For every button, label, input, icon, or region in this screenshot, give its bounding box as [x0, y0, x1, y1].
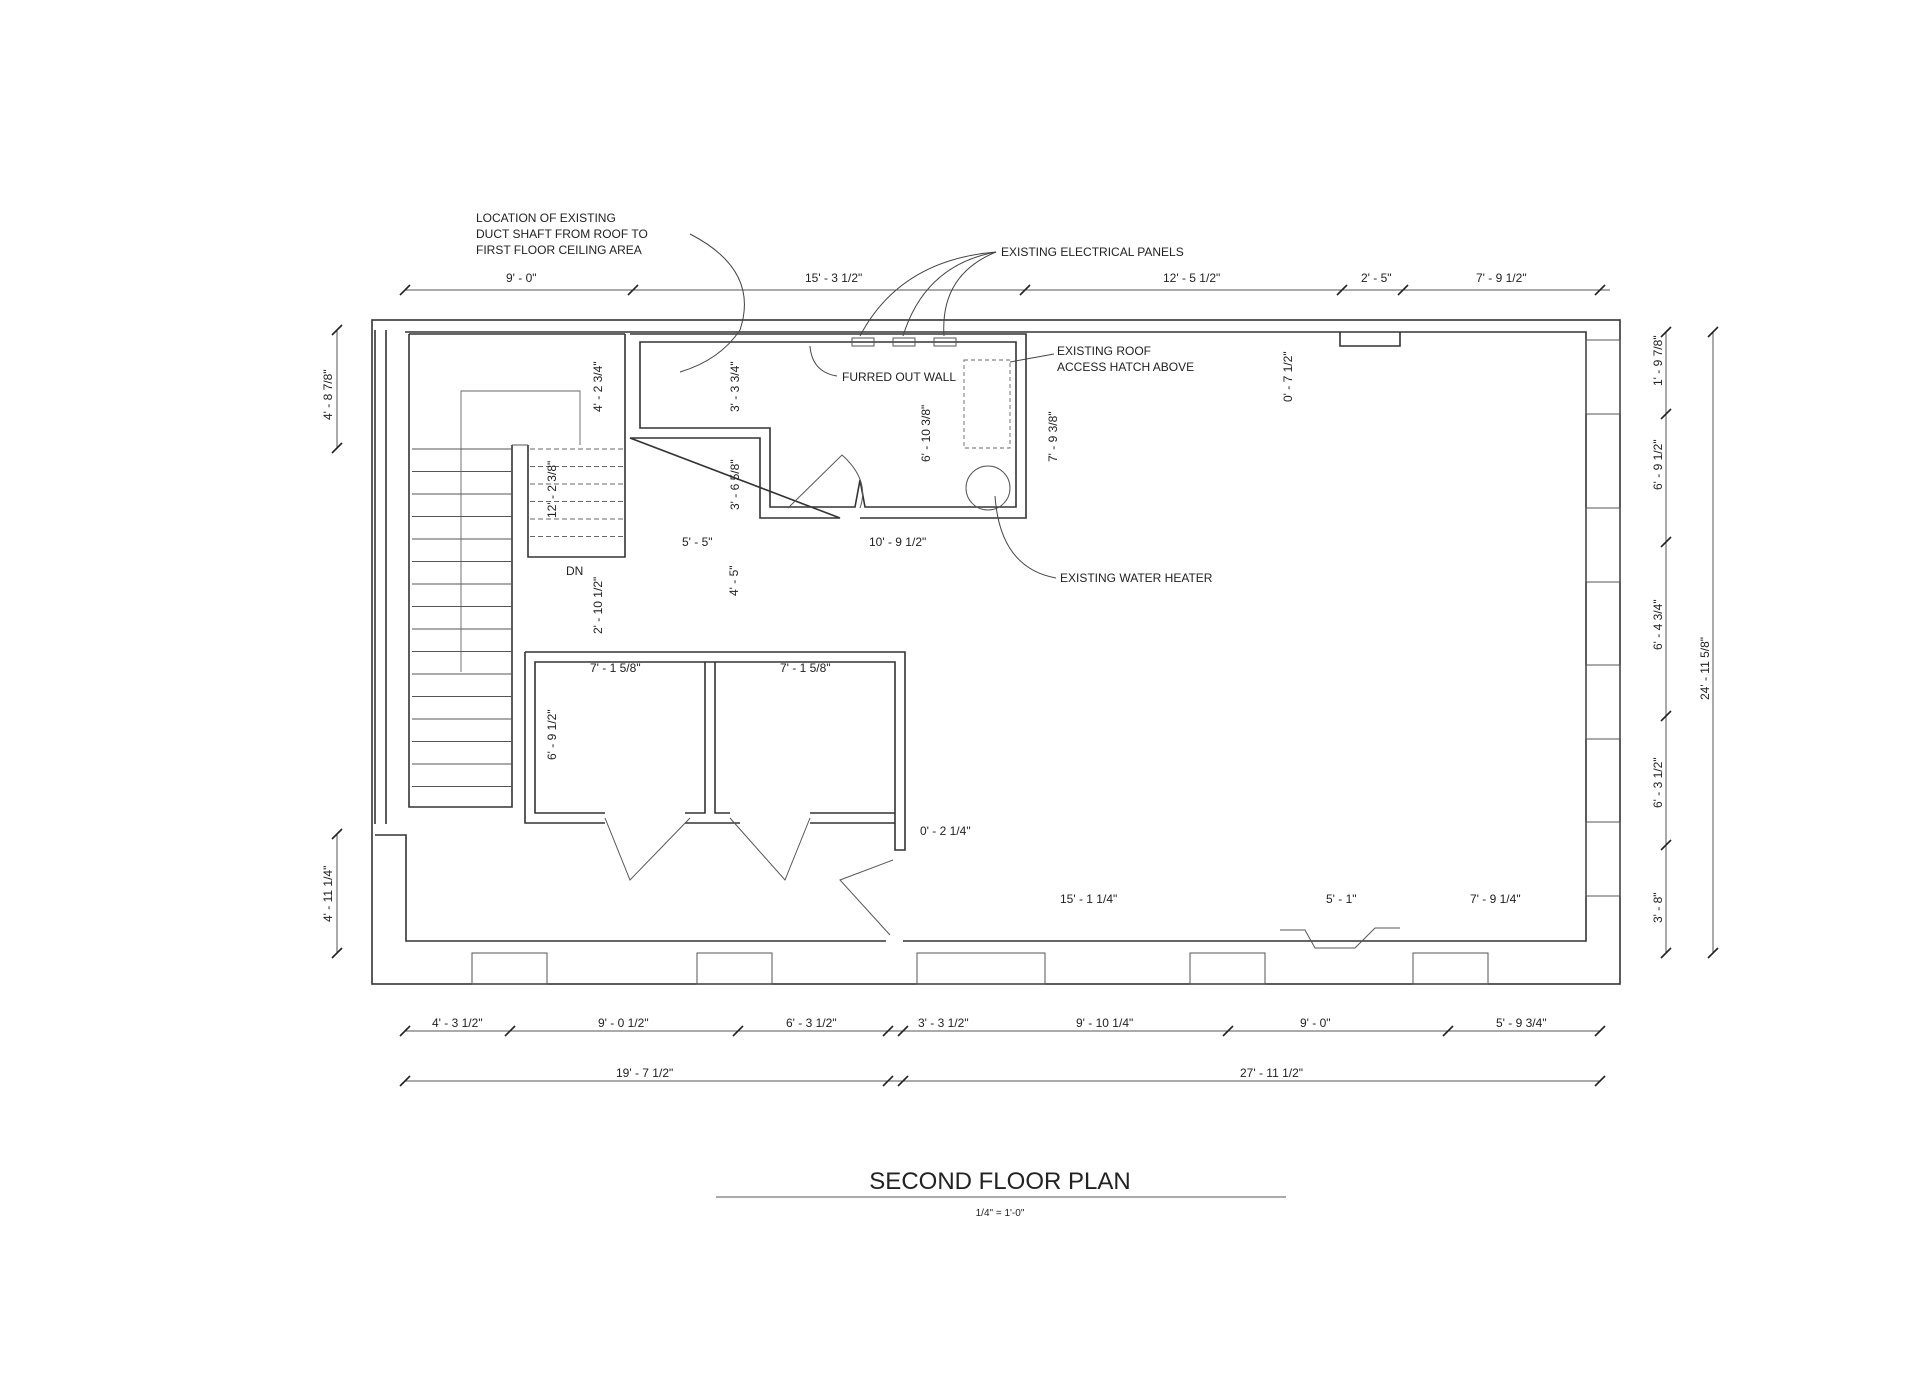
dim-bottom-overall-1: 19' - 7 1/2"	[616, 1066, 673, 1080]
dimension-tick	[897, 1025, 909, 1037]
dim-bottom-2: 9' - 0 1/2"	[598, 1016, 649, 1030]
dim-left-1: 4' - 8 7/8"	[321, 369, 335, 420]
dimension-tick	[1660, 326, 1672, 338]
dimension-tick	[882, 1025, 894, 1037]
dim-bottom-6: 9' - 0"	[1300, 1016, 1331, 1030]
closets	[524, 651, 906, 936]
dim-front-3: 7' - 9 1/4"	[1470, 892, 1521, 906]
dimension-tick	[331, 828, 343, 840]
windows-bottom	[471, 927, 1489, 985]
dim-front-2: 5' - 1"	[1326, 892, 1357, 906]
dim-top-3: 12' - 5 1/2"	[1163, 271, 1220, 285]
dimension-tick	[399, 284, 411, 296]
dim-bottom-overall-2: 27' - 11 1/2"	[1240, 1066, 1303, 1080]
dim-roof-hatch-offset: 0' - 7 1/2"	[1281, 351, 1295, 402]
dimension-text-interior: 4' - 2 3/4" 12' - 2 3/8" 2' - 10 1/2" 3'…	[545, 351, 1521, 906]
dim-right-1: 1' - 9 7/8"	[1651, 335, 1665, 386]
dim-wall-jog: 0' - 2 1/4"	[920, 824, 971, 838]
utility-room	[629, 333, 1027, 519]
dimension-text-top: 9' - 0" 15' - 3 1/2" 12' - 5 1/2" 2' - 5…	[506, 271, 1527, 285]
stair-down-label: DN	[566, 564, 583, 578]
dimension-tick	[331, 442, 343, 454]
dimension-text-bottom: 4' - 3 1/2" 9' - 0 1/2" 6' - 3 1/2" 3' -…	[432, 1016, 1547, 1080]
dimension-tick	[732, 1025, 744, 1037]
windows-right	[1585, 339, 1621, 897]
dimension-tick	[1660, 839, 1672, 851]
dimension-tick	[882, 1075, 894, 1087]
dim-right-2: 6' - 9 1/2"	[1651, 439, 1665, 490]
dim-closet-1-width: 7' - 1 5/8"	[590, 661, 641, 675]
dim-stair-low: 2' - 10 1/2"	[591, 577, 605, 634]
dim-hall-height: 3' - 6 5/8"	[728, 459, 742, 510]
dim-utility-right: 7' - 9 3/8"	[1046, 411, 1060, 462]
dimension-tick	[1707, 947, 1719, 959]
dimension-tick	[331, 324, 343, 336]
dimension-tick	[1336, 284, 1348, 296]
note-roof-hatch-1: EXISTING ROOF	[1057, 344, 1151, 358]
dimension-text-left: 4' - 8 7/8" 4' - 11 1/4"	[321, 369, 335, 922]
callout-notes: LOCATION OF EXISTING DUCT SHAFT FROM ROO…	[476, 211, 1213, 585]
dim-utility-width: 10' - 9 1/2"	[869, 535, 926, 549]
dim-right-4: 6' - 3 1/2"	[1651, 757, 1665, 808]
dim-bottom-3: 6' - 3 1/2"	[786, 1016, 837, 1030]
dim-closet-2-width: 7' - 1 5/8"	[780, 661, 831, 675]
dim-front-1: 15' - 1 1/4"	[1060, 892, 1117, 906]
title-block: SECOND FLOOR PLAN 1/4" = 1'-0"	[716, 1168, 1286, 1219]
dimension-tick	[1019, 284, 1031, 296]
dimension-tick	[399, 1025, 411, 1037]
note-water-heater: EXISTING WATER HEATER	[1060, 571, 1213, 585]
dim-top-2: 15' - 3 1/2"	[805, 271, 862, 285]
dim-closet-depth: 6' - 9 1/2"	[545, 709, 559, 760]
dim-corridor: 4' - 5"	[727, 565, 741, 596]
note-duct-shaft-1: LOCATION OF EXISTING	[476, 211, 616, 225]
dim-top-4: 2' - 5"	[1361, 271, 1392, 285]
dim-hall-width: 5' - 5"	[682, 535, 713, 549]
dim-bottom-7: 5' - 9 3/4"	[1496, 1016, 1547, 1030]
dim-right-5: 3' - 8"	[1651, 892, 1665, 923]
dimension-tick	[1660, 947, 1672, 959]
dim-bottom-4: 3' - 3 1/2"	[918, 1016, 969, 1030]
dimension-lines	[336, 289, 1714, 1082]
dim-stair-mid: 12' - 2 3/8"	[545, 461, 559, 518]
note-electrical-panels: EXISTING ELECTRICAL PANELS	[1001, 245, 1184, 259]
dimension-ticks	[331, 284, 1719, 1087]
dimension-text-right: 1' - 9 7/8" 6' - 9 1/2" 6' - 4 3/4" 6' -…	[1651, 335, 1712, 923]
stair-treads	[412, 448, 624, 787]
note-furred-wall: FURRED OUT WALL	[842, 370, 956, 384]
dim-bottom-5: 9' - 10 1/4"	[1076, 1016, 1133, 1030]
dimension-tick	[1660, 710, 1672, 722]
dim-bottom-1: 4' - 3 1/2"	[432, 1016, 483, 1030]
dim-utility-depth: 6' - 10 3/8"	[919, 405, 933, 462]
dim-shaft-height: 3' - 3 3/4"	[728, 361, 742, 412]
drawing-scale: 1/4" = 1'-0"	[976, 1208, 1025, 1219]
dimension-tick	[1397, 284, 1409, 296]
drawing-title: SECOND FLOOR PLAN	[869, 1168, 1130, 1195]
dimension-tick	[1660, 408, 1672, 420]
note-roof-hatch-2: ACCESS HATCH ABOVE	[1057, 360, 1194, 374]
dim-right-overall: 24' - 11 5/8"	[1698, 637, 1712, 700]
dimension-tick	[331, 947, 343, 959]
dimension-tick	[1222, 1025, 1234, 1037]
dim-top-5: 7' - 9 1/2"	[1476, 271, 1527, 285]
dim-right-3: 6' - 4 3/4"	[1651, 599, 1665, 650]
dimension-tick	[1594, 284, 1606, 296]
note-duct-shaft-2: DUCT SHAFT FROM ROOF TO	[476, 227, 648, 241]
note-duct-shaft-3: FIRST FLOOR CEILING AREA	[476, 243, 642, 257]
dimension-tick	[504, 1025, 516, 1037]
dimension-tick	[1594, 1025, 1606, 1037]
dimension-tick	[627, 284, 639, 296]
dim-left-2: 4' - 11 1/4"	[321, 866, 335, 922]
dimension-tick	[1594, 1075, 1606, 1087]
dimension-tick	[1442, 1025, 1454, 1037]
dim-stair-top: 4' - 2 3/4"	[591, 361, 605, 412]
dimension-tick	[1707, 326, 1719, 338]
dimension-tick	[399, 1075, 411, 1087]
stair: DN	[408, 333, 626, 808]
dimension-tick	[897, 1075, 909, 1087]
dim-top-1: 9' - 0"	[506, 271, 537, 285]
dimension-tick	[1660, 536, 1672, 548]
